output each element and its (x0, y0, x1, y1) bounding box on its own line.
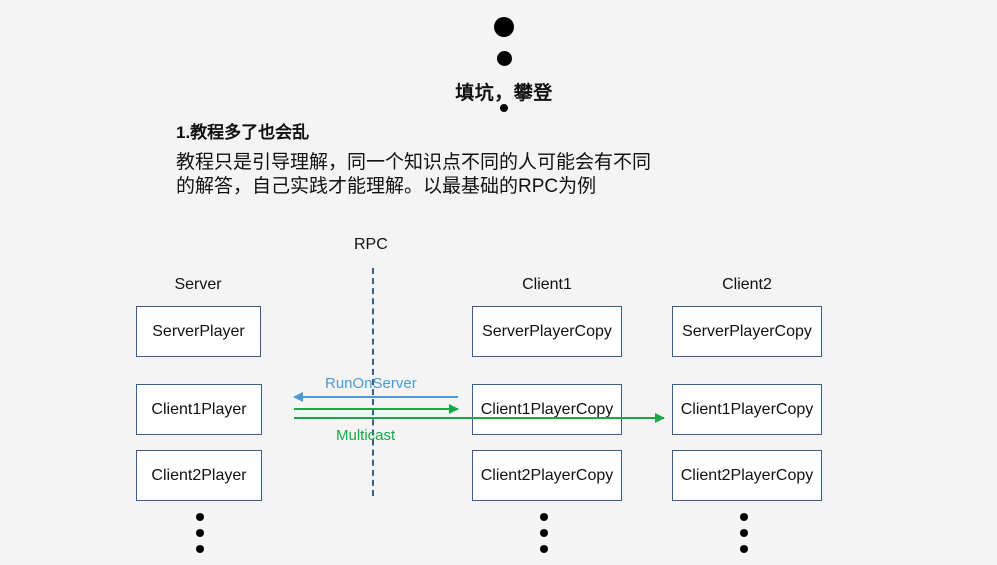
server-more-dot-2 (196, 529, 204, 537)
client2-more-dot-3 (740, 545, 748, 553)
client1-node-client1playercopy: Client1PlayerCopy (472, 384, 622, 435)
section-heading: 1.教程多了也会乱 (176, 123, 310, 142)
server-node-client2player: Client2Player (136, 450, 262, 501)
server-node-client1player: Client1Player (136, 384, 262, 435)
server-column-label: Server (174, 276, 222, 293)
top-dot-medium (497, 51, 512, 66)
client2-node-client1playercopy: Client1PlayerCopy (672, 384, 822, 435)
server-more-dot-3 (196, 545, 204, 553)
section-body-line-2: 的解答，自己实践才能理解。以最基础的RPC为例 (176, 176, 597, 197)
client1-column-label: Client1 (522, 276, 572, 293)
section-body: 教程只是引导理解，同一个知识点不同的人可能会有不同 的解答，自己实践才能理解。以… (176, 151, 696, 199)
client2-node-client2playercopy: Client2PlayerCopy (672, 450, 822, 501)
client1-node-serverplayercopy: ServerPlayerCopy (472, 306, 622, 357)
client2-column-label: Client2 (722, 276, 772, 293)
rpc-divider-label: RPC (354, 236, 388, 253)
section-body-line-1: 教程只是引导理解，同一个知识点不同的人可能会有不同 (176, 152, 652, 173)
client2-node-serverplayercopy: ServerPlayerCopy (672, 306, 822, 357)
runonserver-label: RunOnServer (325, 375, 417, 392)
top-dot-large (494, 17, 514, 37)
server-node-serverplayer: ServerPlayer (136, 306, 261, 357)
client1-more-dot-3 (540, 545, 548, 553)
server-more-dot-1 (196, 513, 204, 521)
rpc-divider-line (372, 268, 374, 496)
multicast-label: Multicast (336, 427, 396, 444)
client1-node-client2playercopy: Client2PlayerCopy (472, 450, 622, 501)
client2-more-dot-1 (740, 513, 748, 521)
top-dot-small (500, 104, 508, 112)
client2-more-dot-2 (740, 529, 748, 537)
page-title: 填坑，攀登 (455, 83, 553, 104)
client1-more-dot-2 (540, 529, 548, 537)
client1-more-dot-1 (540, 513, 548, 521)
